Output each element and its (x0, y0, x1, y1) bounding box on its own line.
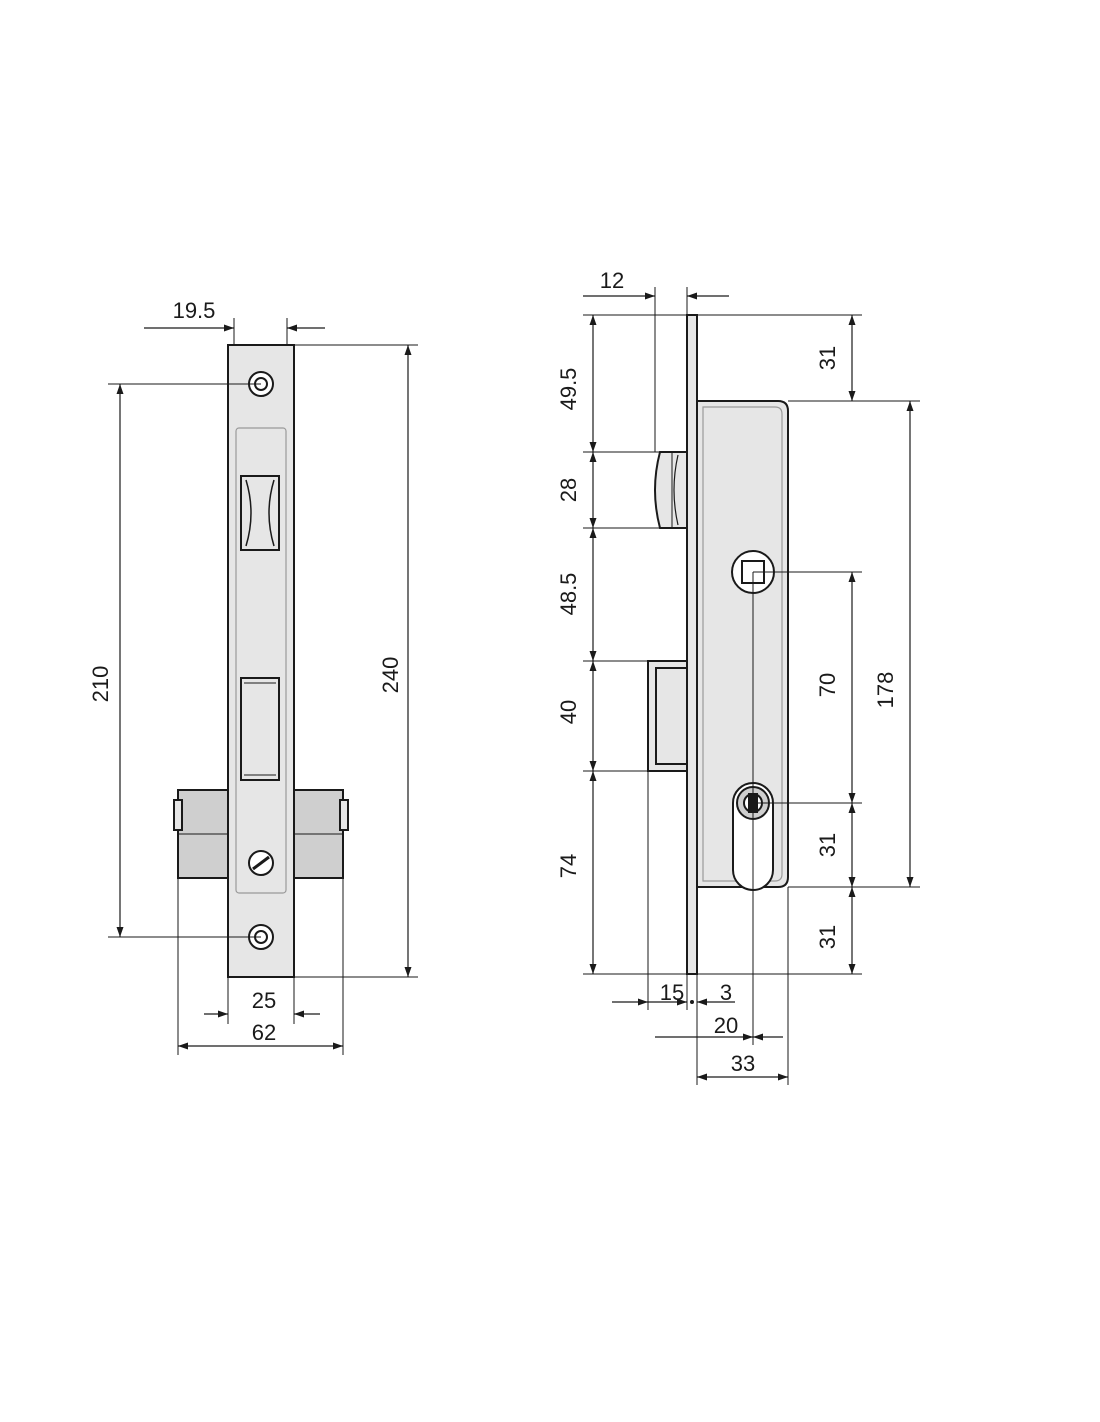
deadbolt-opening (240, 677, 280, 781)
dim-left-chain: 49.5 28 48.5 40 74 (556, 315, 697, 975)
dim-label-19-5: 19.5 (173, 298, 216, 323)
dim-right-chain: 31 70 31 31 (697, 315, 920, 975)
dim-label-48-5: 48.5 (556, 573, 581, 616)
dim-label-31-top: 31 (815, 346, 840, 370)
dim-label-15: 15 (660, 980, 684, 1005)
dim-bolt-projection: 12 (583, 268, 729, 452)
dim-screw-spacing: 210 (88, 383, 261, 938)
dim-label-28: 28 (556, 478, 581, 502)
dim-case-depth: 33 (697, 887, 789, 1085)
dim-label-25: 25 (252, 988, 276, 1013)
side-view: 49.5 28 48.5 40 74 12 (556, 268, 920, 1085)
faceplate (227, 344, 295, 978)
dim-label-178: 178 (873, 672, 898, 709)
front-view: 19.5 210 240 25 (88, 298, 418, 1055)
dim-label-3: 3 (720, 980, 732, 1005)
dim-overall-width: 62 (177, 878, 344, 1055)
slotted-screw (248, 850, 274, 876)
dim-label-31-mid: 31 (815, 833, 840, 857)
latch-bolt (654, 451, 688, 529)
latch-opening (240, 475, 280, 551)
dim-label-210: 210 (88, 666, 113, 703)
dim-backset-20: 20 (655, 1013, 783, 1041)
dim-label-74: 74 (556, 854, 581, 878)
dim-label-31-bottom: 31 (815, 925, 840, 949)
dim-label-70: 70 (815, 673, 840, 697)
dim-label-62: 62 (252, 1020, 276, 1045)
dim-inner-width: 25 (204, 977, 320, 1024)
lock-case (696, 400, 789, 888)
dim-label-12: 12 (600, 268, 624, 293)
dim-label-33: 33 (731, 1051, 755, 1076)
dim-label-40: 40 (556, 700, 581, 724)
dim-faceplate-height: 240 (294, 344, 418, 978)
dim-case-height: 178 (873, 401, 914, 887)
dim-label-240: 240 (378, 657, 403, 694)
dim-label-20: 20 (714, 1013, 738, 1038)
dim-faceplate-width: 19.5 (144, 298, 325, 345)
dim-label-49-5: 49.5 (556, 368, 581, 411)
dim-backset-15-3: 15 3 (612, 771, 735, 1085)
deadbolt (647, 660, 688, 772)
side-faceplate (686, 314, 698, 975)
